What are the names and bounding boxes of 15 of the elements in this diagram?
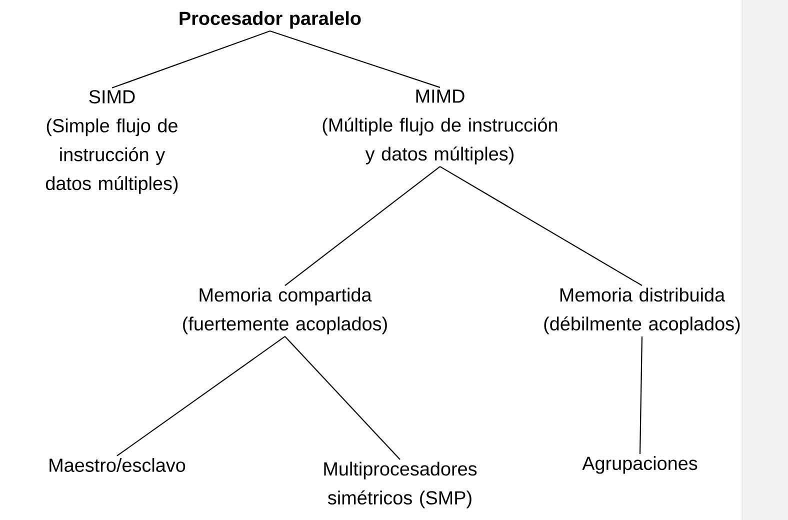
category-text: Memoria compartida (fuertemente acoplados) (183, 288, 387, 334)
connector-line (284, 166, 440, 286)
connector-line (639, 336, 643, 454)
connector-line (112, 30, 270, 88)
connector-line (284, 336, 400, 460)
category-text: Memoria distribuida (débilmente acoplados) (544, 288, 740, 334)
connector-line (116, 336, 286, 456)
leaf-text: Agrupaciones (582, 456, 698, 474)
connector-line (440, 166, 642, 286)
category-text: MIMD (Múltiple flujo de instrucción y datos múltiples) (322, 90, 558, 164)
leaf-text: Multiprocesadores simétricos (SMP) (324, 462, 477, 508)
leaf-text: Maestro/esclavo (50, 458, 186, 472)
category-text: SIMD (Simple flujo de instrucción y datos múltiples) (46, 90, 178, 194)
title-text: Procesador paralelo (180, 11, 361, 29)
connector-line (270, 30, 440, 88)
